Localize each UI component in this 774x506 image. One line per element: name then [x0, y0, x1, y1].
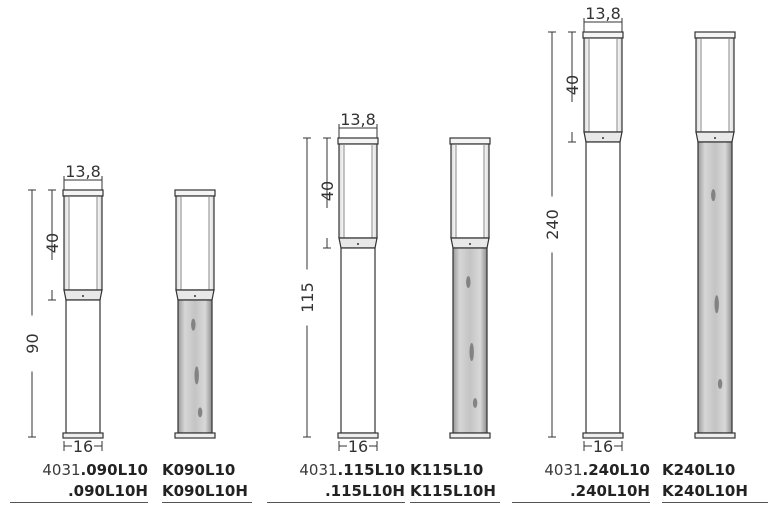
code-prefix: 4031 [544, 461, 583, 479]
product-3-code-2: .240L10H [570, 482, 650, 500]
product-1-wood-knot [194, 366, 199, 385]
product-1-wood-head [175, 195, 215, 291]
product-3-wood-pole [697, 141, 733, 434]
product-3-code-1: 4031.240L10 [544, 461, 650, 479]
product-1-wood-knot [191, 318, 196, 331]
product-1-wood-cap [174, 189, 216, 197]
product-2-code-1: 4031.115L10 [299, 461, 405, 479]
product-1-steel-base [62, 432, 104, 439]
product-1-wood-knot [197, 407, 203, 418]
product-2-steel-head [338, 143, 378, 239]
product-1-alt-code-2: K090L10H [162, 482, 248, 500]
product-2-steel-pole [340, 247, 376, 434]
code-suffix: .115 [337, 461, 375, 479]
product-2-wood-knot [469, 342, 474, 361]
product-3-alt-code-1: K240L10 [662, 461, 735, 479]
product-3-underline [512, 502, 650, 503]
product-3-pole-width-label: 16 [593, 437, 613, 456]
product-2-wood-bollard [449, 137, 491, 439]
product-2-steel-bollard [337, 137, 379, 439]
alt-code-prefix: K240 [662, 482, 705, 500]
product-1-wood-bollard [174, 189, 216, 439]
alt-code-model: L10H [204, 482, 248, 500]
alt-code-prefix: K115 [410, 461, 453, 479]
product-3-steel-pole [585, 141, 621, 434]
code-prefix: 4031 [299, 461, 338, 479]
code-model: L10H [362, 482, 405, 500]
product-2-total-height-label: 115 [298, 282, 317, 313]
code-model: L10H [607, 482, 650, 500]
product-1-head-height-label: 40 [43, 233, 62, 253]
product-2-wood-pole [452, 247, 488, 434]
code-suffix: .240 [569, 482, 607, 500]
product-1-wood-pole [177, 299, 213, 434]
product-1-steel-cap [62, 189, 104, 197]
product-3-wood-cap [694, 31, 736, 39]
product-3-wood-head [695, 37, 735, 133]
product-2-alt-code-2: K115L10H [410, 482, 496, 500]
product-2-wood-knot [472, 397, 478, 408]
product-1-code-2: .090L10H [68, 482, 148, 500]
product-2-underline [267, 502, 405, 503]
alt-code-model: L10 [204, 461, 236, 479]
code-suffix: .240 [582, 461, 620, 479]
product-2-code-2: .115L10H [325, 482, 405, 500]
product-3-total-height-label: 240 [543, 209, 562, 240]
product-2-steel-cap [337, 137, 379, 145]
code-prefix: 4031 [42, 461, 81, 479]
product-1-steel-bollard [62, 189, 104, 439]
code-suffix: .090 [67, 482, 105, 500]
alt-code-prefix: K090 [162, 461, 205, 479]
product-2-pole-width-label: 16 [348, 437, 368, 456]
product-3-alt-code-2: K240L10H [662, 482, 748, 500]
code-model: L10 [374, 461, 405, 479]
product-2-alt-underline [410, 502, 500, 503]
code-model: L10H [105, 482, 148, 500]
product-3-steel-cap [582, 31, 624, 39]
product-2-alt-code-1: K115L10 [410, 461, 483, 479]
product-3-wood-knot [711, 189, 716, 202]
product-1-alt-underline [162, 502, 252, 503]
alt-code-model: L10 [452, 461, 484, 479]
product-3-wood-bollard [694, 31, 736, 439]
product-2-wood-head [450, 143, 490, 239]
code-suffix: .090 [80, 461, 118, 479]
product-2-wood-knot [466, 276, 471, 289]
product-3-alt-underline [662, 502, 768, 503]
alt-code-prefix: K115 [410, 482, 453, 500]
product-3-steel-head [583, 37, 623, 133]
alt-code-prefix: K090 [162, 482, 205, 500]
code-model: L10 [619, 461, 650, 479]
product-1-underline [10, 502, 148, 503]
product-3-steel-base [582, 432, 624, 439]
product-3-wood-knot [714, 295, 719, 314]
product-2-head-width-label: 13,8 [340, 110, 376, 129]
product-2-wood-base [449, 432, 491, 439]
product-3-wood-base [694, 432, 736, 439]
product-1-pole-width-label: 16 [73, 437, 93, 456]
code-suffix: .115 [324, 482, 362, 500]
alt-code-prefix: K240 [662, 461, 705, 479]
product-1-alt-code-1: K090L10 [162, 461, 235, 479]
product-1-wood-base [174, 432, 216, 439]
product-1-code-1: 4031.090L10 [42, 461, 148, 479]
product-3-steel-bollard [582, 31, 624, 439]
alt-code-model: L10H [452, 482, 496, 500]
product-1-total-height-label: 90 [23, 333, 42, 353]
code-model: L10 [117, 461, 148, 479]
product-2-wood-cap [449, 137, 491, 145]
product-3-head-width-label: 13,8 [585, 4, 621, 23]
alt-code-model: L10H [704, 482, 748, 500]
product-1-steel-head [63, 195, 103, 291]
alt-code-model: L10 [704, 461, 736, 479]
product-1-head-width-label: 13,8 [65, 162, 101, 181]
product-2-head-height-label: 40 [318, 181, 337, 201]
product-1-steel-pole [65, 299, 101, 434]
product-2-steel-base [337, 432, 379, 439]
product-3-head-height-label: 40 [563, 75, 582, 95]
product-3-wood-knot [717, 378, 723, 389]
